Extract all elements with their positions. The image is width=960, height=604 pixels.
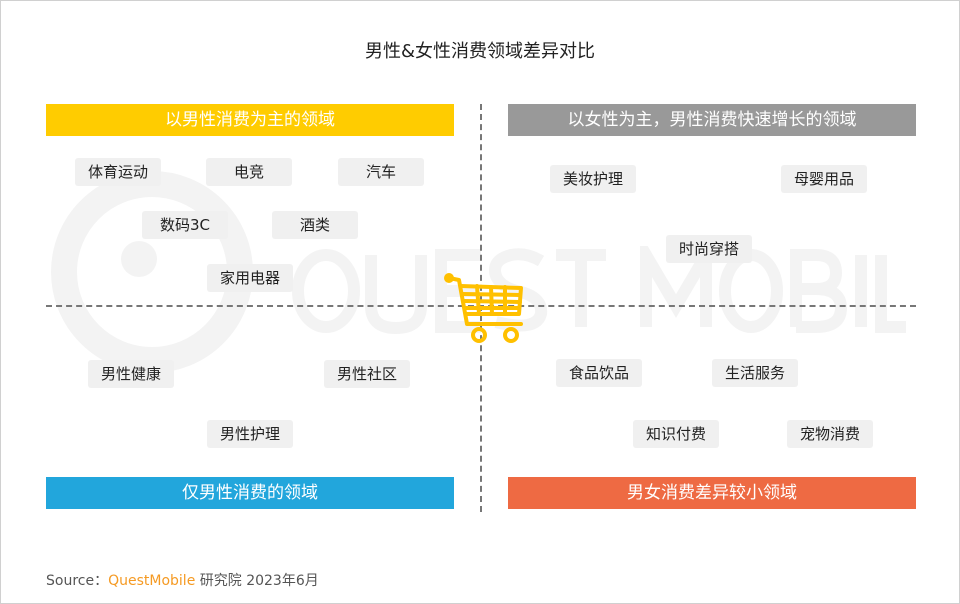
tag: 食品饮品	[556, 359, 642, 387]
watermark-logo-dot	[121, 241, 157, 277]
tag: 知识付费	[633, 420, 719, 448]
tag: 母婴用品	[781, 165, 867, 193]
source-brand: QuestMobile	[108, 573, 196, 589]
tag: 时尚穿搭	[666, 235, 752, 263]
header-male-only: 仅男性消费的领域	[46, 477, 454, 509]
shopping-cart-icon	[444, 273, 523, 343]
header-small-difference: 男女消费差异较小领域	[508, 477, 916, 509]
source-note: Source：QuestMobile 研究院 2023年6月	[46, 570, 319, 590]
tag: 男性健康	[88, 360, 174, 388]
tag: 生活服务	[712, 359, 798, 387]
source-prefix: Source：	[46, 573, 109, 589]
tag: 汽车	[338, 158, 424, 186]
tag: 宠物消费	[787, 420, 873, 448]
page-title: 男性&女性消费领域差异对比	[364, 41, 596, 62]
tag: 电竞	[206, 158, 292, 186]
tag: 体育运动	[75, 158, 161, 186]
watermark-lettering	[292, 246, 906, 335]
tag: 数码3C	[142, 211, 228, 239]
tag: 男性护理	[207, 420, 293, 448]
source-suffix: 研究院 2023年6月	[195, 573, 319, 589]
tag: 酒类	[272, 211, 358, 239]
header-female-dominant: 以女性为主，男性消费快速增长的领域	[508, 104, 916, 136]
header-male-dominant: 以男性消费为主的领域	[46, 104, 454, 136]
tag: 家用电器	[207, 264, 293, 292]
tag: 美妆护理	[550, 165, 636, 193]
tag: 男性社区	[324, 360, 410, 388]
